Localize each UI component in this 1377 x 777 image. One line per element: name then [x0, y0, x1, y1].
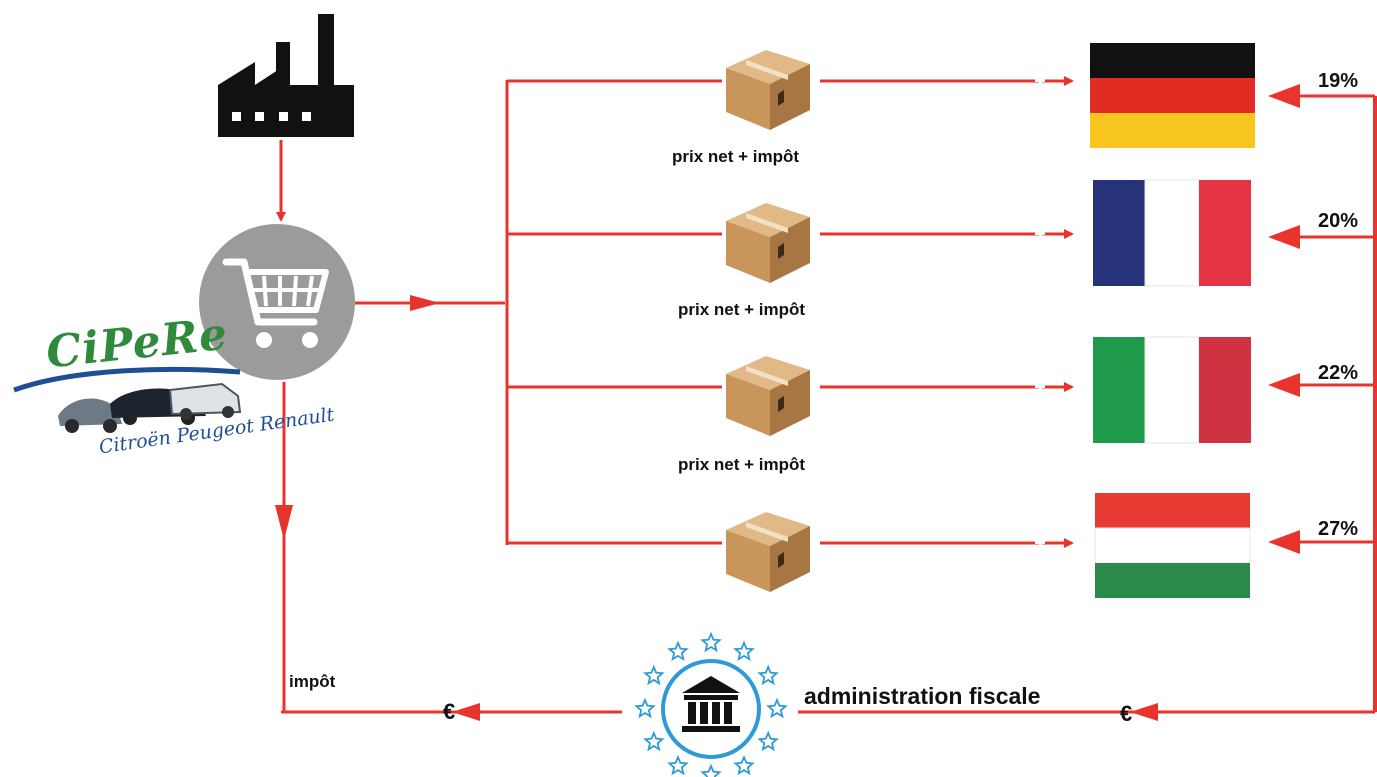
shopping-cart-icon	[199, 224, 355, 380]
eu-star-icon	[667, 754, 689, 776]
box-caption-3: prix net + impôt	[678, 455, 806, 474]
package-icon	[726, 50, 810, 130]
eu-star-icon	[634, 697, 656, 719]
eu-star-icon	[700, 763, 722, 777]
rate-arrows	[1268, 84, 1375, 554]
authority-in-arrowhead	[1130, 703, 1158, 721]
package-icon	[726, 203, 810, 283]
eu-star-icon	[766, 697, 788, 719]
refund-arrowhead	[452, 703, 480, 721]
package-icon	[726, 512, 810, 592]
rate-france: 20%	[1318, 210, 1359, 232]
eu-star-icon	[757, 730, 779, 752]
eu-star-icon	[700, 631, 722, 653]
eu-star-icon	[733, 640, 755, 661]
eu-star-icon	[643, 664, 665, 686]
plus-marks	[1035, 75, 1045, 548]
tax-authority-icon	[661, 659, 761, 759]
rate-hungary: 27%	[1318, 518, 1359, 540]
tax-authority-label: administration fiscale	[804, 683, 1041, 709]
factory-icon	[218, 14, 354, 137]
logo-swoosh-and-cars	[13, 366, 242, 433]
rate-germany: 19%	[1318, 70, 1359, 92]
currency-right: €	[1120, 701, 1133, 726]
france-flag-icon	[1093, 179, 1251, 287]
shop-arrowhead	[410, 295, 440, 311]
eu-star-icon	[733, 754, 755, 776]
eu-star-icon	[757, 664, 779, 686]
shop-tax-arrowhead	[275, 505, 293, 540]
package-icon	[726, 356, 810, 436]
eu-stars-icon	[634, 631, 788, 777]
eu-star-icon	[643, 730, 665, 752]
hungary-flag-icon	[1094, 493, 1251, 598]
germany-flag-icon	[1090, 43, 1255, 148]
currency-left: €	[443, 699, 456, 724]
italy-flag-icon	[1093, 336, 1251, 444]
box-caption-1: prix net + impôt	[672, 147, 800, 166]
tax-label: impôt	[289, 672, 336, 691]
eu-star-icon	[667, 640, 689, 661]
box-caption-2: prix net + impôt	[678, 300, 806, 319]
rate-italy: 22%	[1318, 362, 1359, 384]
